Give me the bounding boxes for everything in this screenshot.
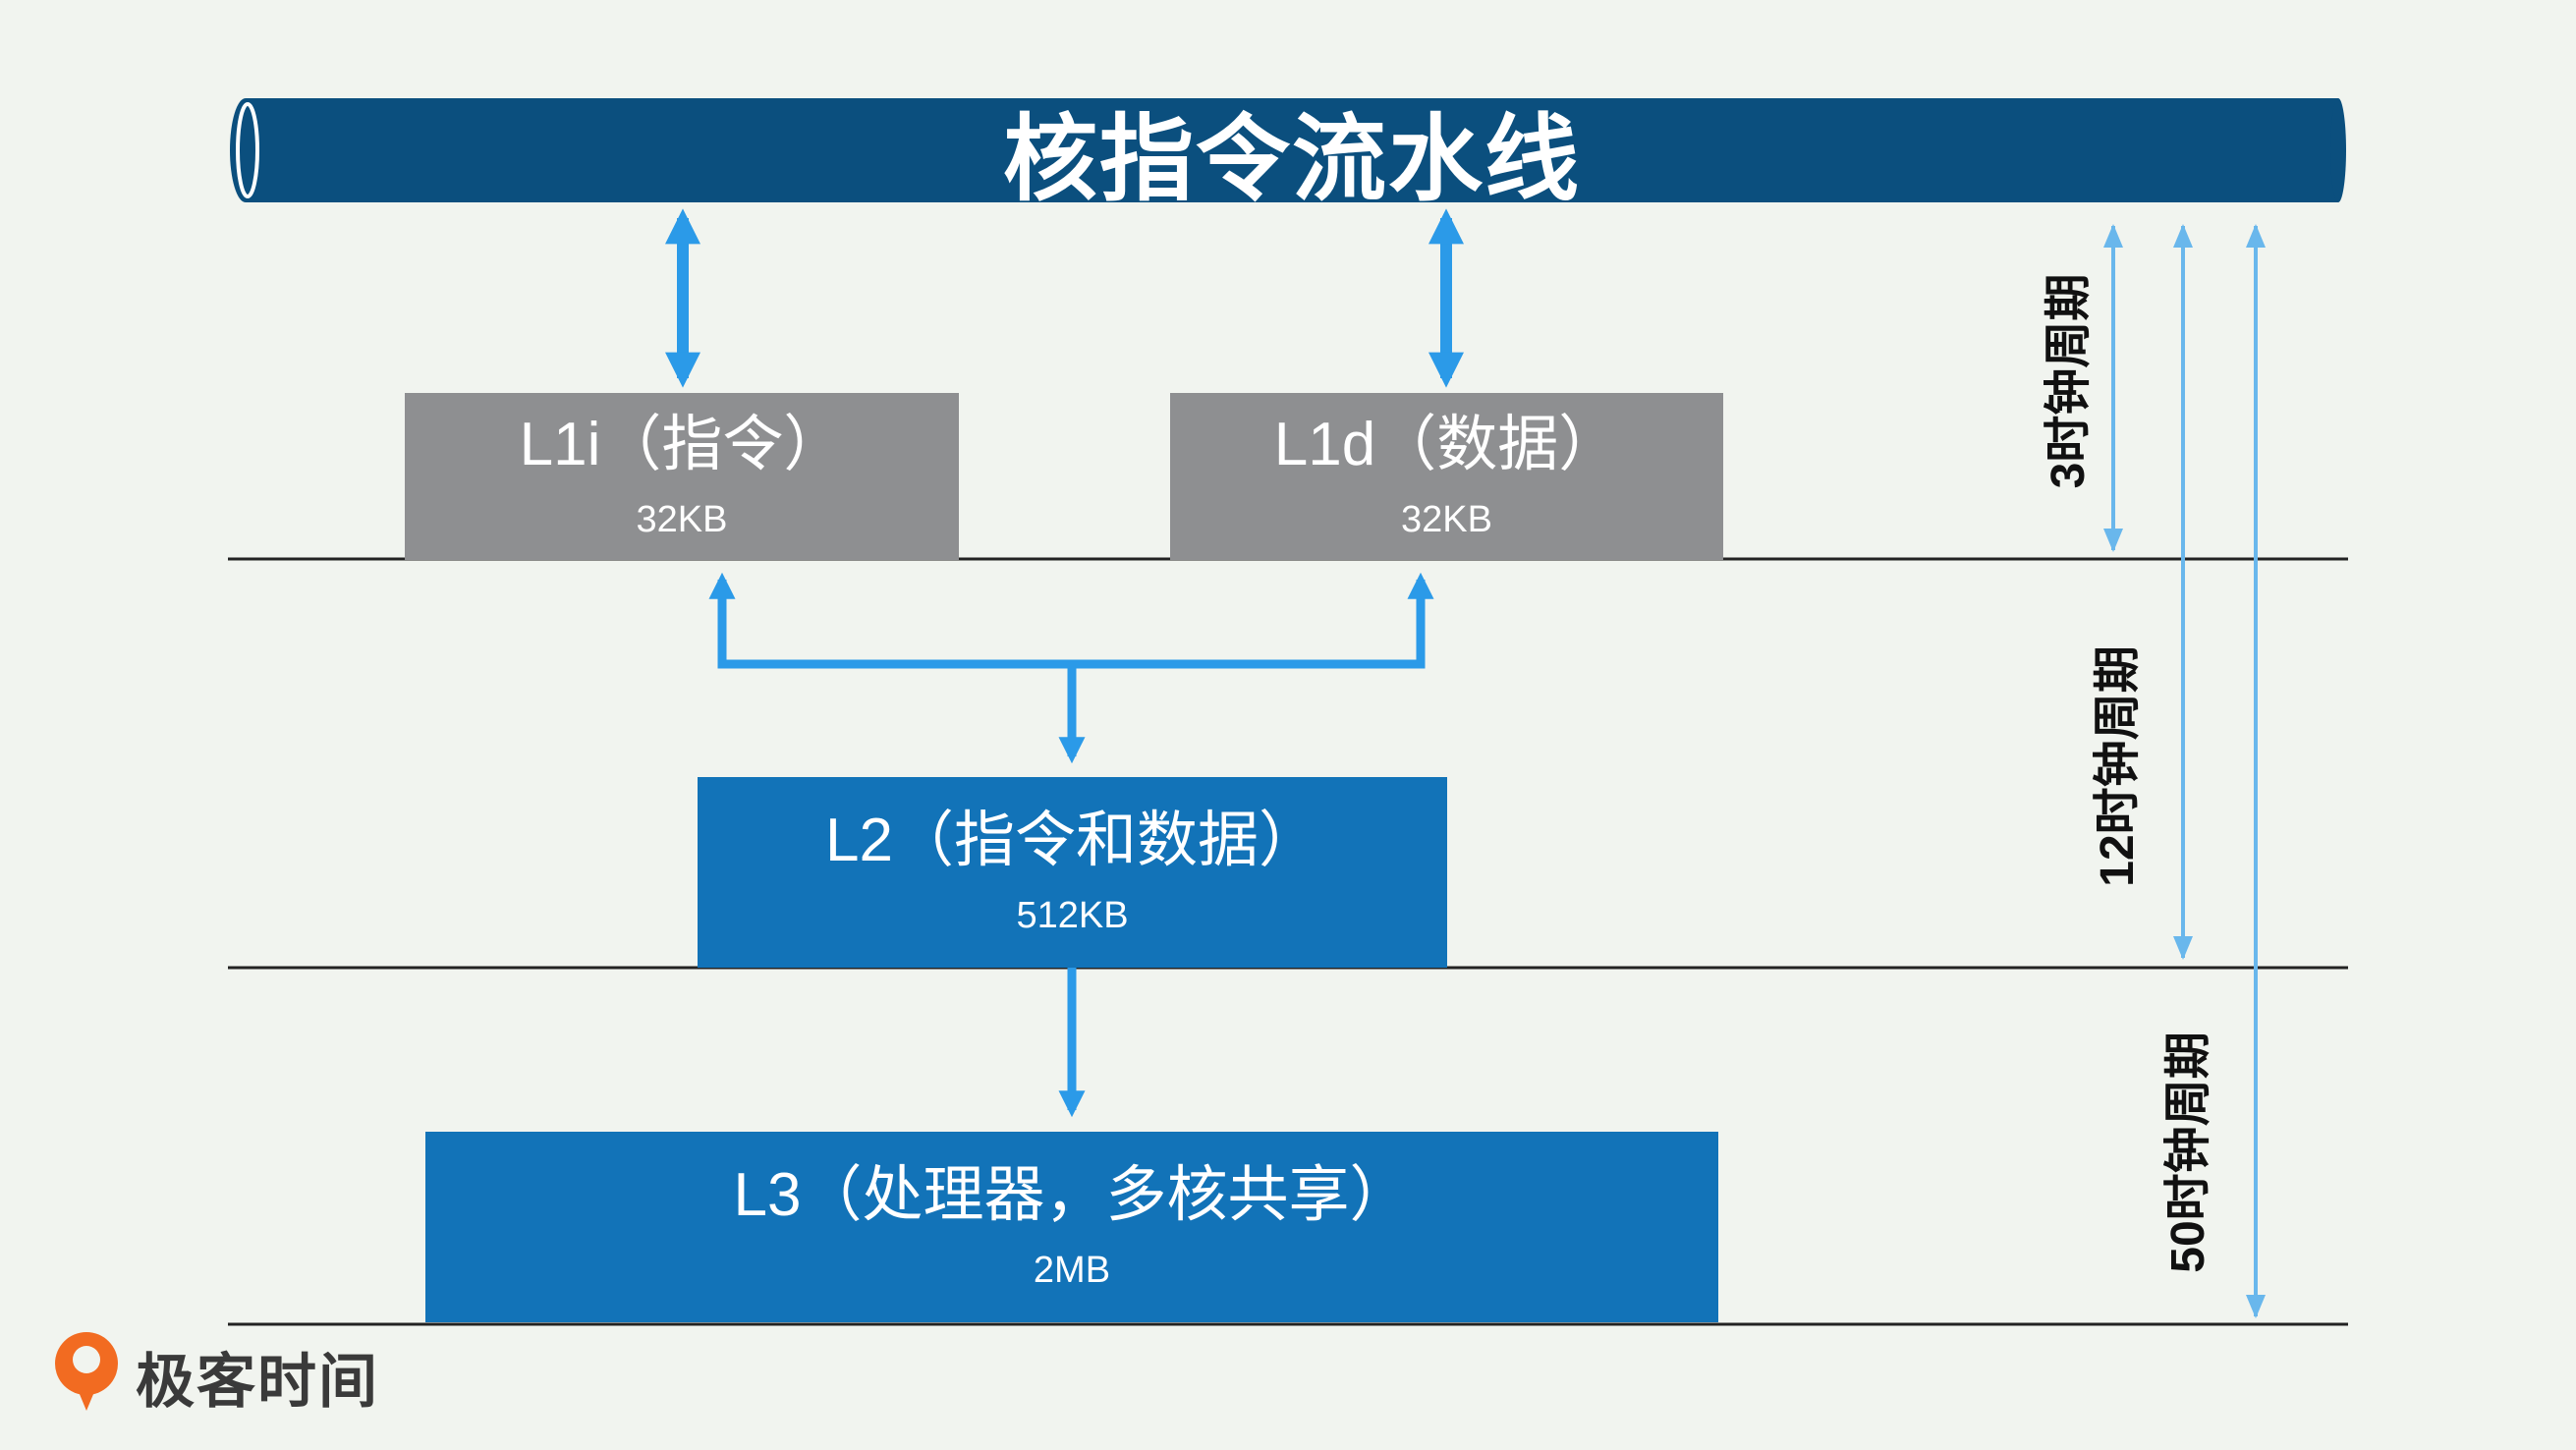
latency-label-l2: 12时钟周期 bbox=[2092, 645, 2144, 887]
l1d-cache-title: L1d（数据） bbox=[1273, 411, 1620, 479]
logo-text: 极客时间 bbox=[136, 1349, 379, 1415]
logo-icon bbox=[55, 1332, 118, 1411]
l1i-cache-size: 32KB bbox=[636, 498, 728, 540]
l1d-cache-box: L1d（数据） 32KB bbox=[1170, 393, 1723, 560]
l1i-cache-title: L1i（指令） bbox=[519, 411, 845, 479]
l2-cache-title: L2（指令和数据） bbox=[825, 807, 1319, 875]
l3-cache-box: L3（处理器，多核共享） 2MB bbox=[425, 1132, 1718, 1322]
l1d-cache-size: 32KB bbox=[1401, 498, 1492, 540]
arrow-l2-to-l1 bbox=[708, 572, 1434, 764]
l2-cache-box: L2（指令和数据） 512KB bbox=[698, 777, 1447, 968]
l1i-cache-box: L1i（指令） 32KB bbox=[405, 393, 959, 560]
l2-cache-size: 512KB bbox=[1016, 894, 1129, 936]
pipeline-title: 核指令流水线 bbox=[1003, 106, 1581, 212]
l3-cache-size: 2MB bbox=[1033, 1249, 1111, 1291]
pipeline-bar bbox=[230, 98, 2346, 202]
latency-label-l1: 3时钟周期 bbox=[2043, 273, 2095, 489]
latency-label-l3: 50时钟周期 bbox=[2162, 1032, 2214, 1273]
l3-cache-title: L3（处理器，多核共享） bbox=[733, 1161, 1411, 1230]
